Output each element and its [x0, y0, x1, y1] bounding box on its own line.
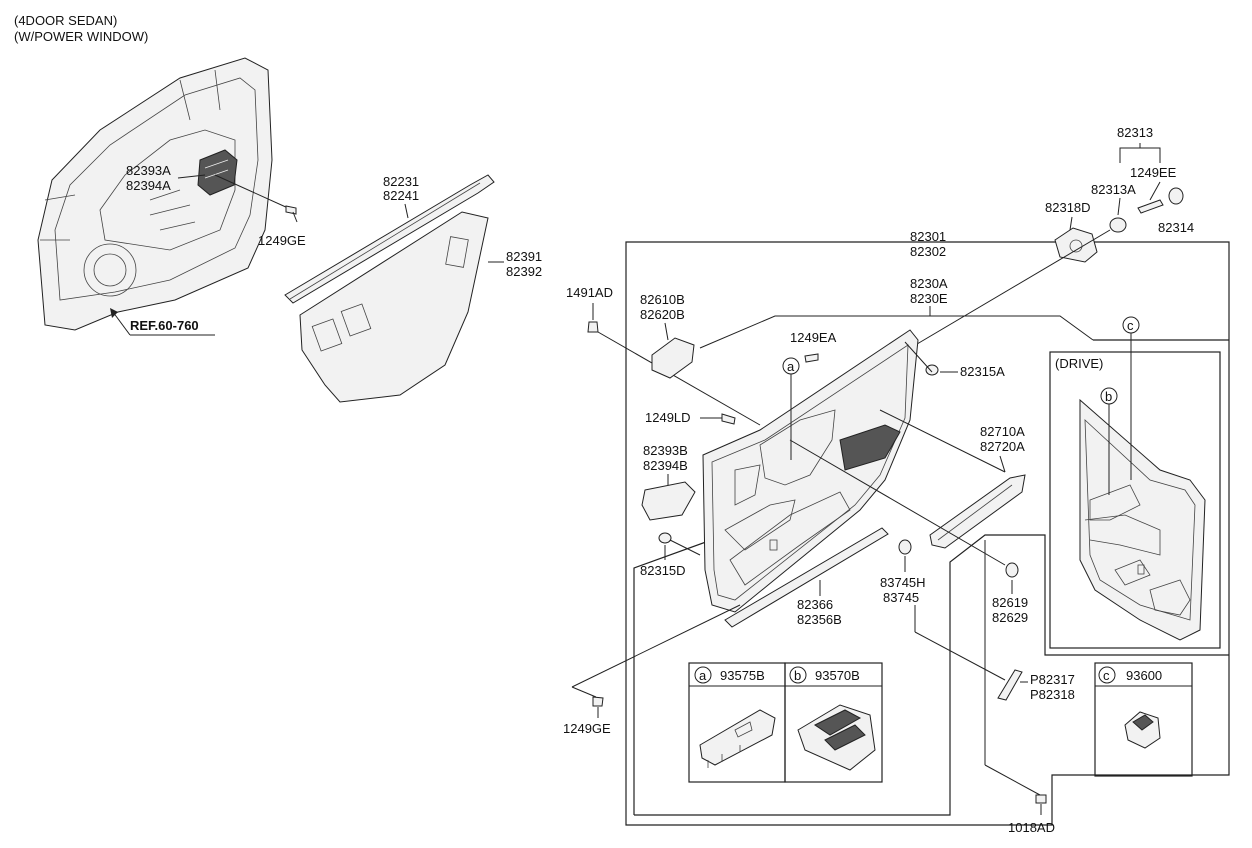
callout-82619: 82619 [992, 595, 1028, 610]
main-assembly-frame [625, 241, 1230, 826]
callout-82392: 82392 [506, 264, 542, 279]
garnish-strip-drawing [724, 527, 889, 628]
bracket-drawing [997, 669, 1023, 701]
callout-82313: 82313 [1117, 125, 1153, 140]
header-line-2: (W/POWER WINDOW) [14, 29, 148, 44]
drive-inset-frame [1049, 351, 1221, 649]
drive-inset-panel-drawing [1079, 398, 1206, 641]
legend-letter-a: a [699, 668, 707, 683]
callout-1249EE: 1249EE [1130, 165, 1177, 180]
legend-letter-b: b [794, 668, 801, 683]
callout-P82317: P82317 [1030, 672, 1075, 687]
callout-82394A: 82394A [126, 178, 171, 193]
callout-82231: 82231 [383, 174, 419, 189]
callout-82620B: 82620B [640, 307, 685, 322]
marker-b-inset: b [1105, 389, 1112, 404]
callout-82241: 82241 [383, 188, 419, 203]
legend-box-a: a 93575B [688, 662, 786, 783]
reference-arrow-icon [110, 308, 118, 318]
callout-82394B: 82394B [643, 458, 688, 473]
callout-1491AD: 1491AD [566, 285, 613, 300]
legend-part-93570B: 93570B [815, 668, 860, 683]
callout-82302: 82302 [910, 244, 946, 259]
legend-box-b: b 93570B [784, 662, 883, 783]
callout-82301: 82301 [910, 229, 946, 244]
sealing-cover-drawing [299, 211, 489, 403]
callout-82366: 82366 [797, 597, 833, 612]
callout-P82318: P82318 [1030, 687, 1075, 702]
callout-82315D: 82315D [640, 563, 686, 578]
callout-1249GE-bottom: 1249GE [563, 721, 611, 736]
callout-82720A: 82720A [980, 439, 1025, 454]
callout-1249GE-top: 1249GE [258, 233, 306, 248]
legend-part-93575B: 93575B [720, 668, 765, 683]
callout-82393B: 82393B [643, 443, 688, 458]
callout-82610B: 82610B [640, 292, 685, 307]
callout-82318D: 82318D [1045, 200, 1091, 215]
header-line-1: (4DOOR SEDAN) [14, 13, 117, 28]
legend-part-93600: 93600 [1126, 668, 1162, 683]
drive-inset-label: (DRIVE) [1055, 356, 1103, 371]
door-frame-drawing [37, 57, 273, 331]
callout-8230A: 8230A [910, 276, 948, 291]
callout-82314: 82314 [1158, 220, 1194, 235]
callout-82629: 82629 [992, 610, 1028, 625]
callout-82356B: 82356B [797, 612, 842, 627]
door-trim-panel-drawing [702, 329, 919, 613]
callout-8230E: 8230E [910, 291, 948, 306]
marker-c-inset: c [1127, 318, 1134, 333]
reference-label: REF.60-760 [130, 318, 199, 333]
callout-82393A: 82393A [126, 163, 171, 178]
callout-1018AD: 1018AD [1008, 820, 1055, 835]
legend-letter-c: c [1103, 668, 1110, 683]
callout-82710A: 82710A [980, 424, 1025, 439]
callout-83745H: 83745H [880, 575, 926, 590]
callout-83745: 83745 [883, 590, 919, 605]
callout-82391: 82391 [506, 249, 542, 264]
marker-a-main: a [787, 359, 795, 374]
callout-1249EA: 1249EA [790, 330, 837, 345]
callout-82315A: 82315A [960, 364, 1005, 379]
callout-82313A: 82313A [1091, 182, 1136, 197]
callout-1249LD: 1249LD [645, 410, 691, 425]
weatherstrip-drawing [284, 174, 495, 304]
legend-box-c: c 93600 [1094, 662, 1193, 777]
